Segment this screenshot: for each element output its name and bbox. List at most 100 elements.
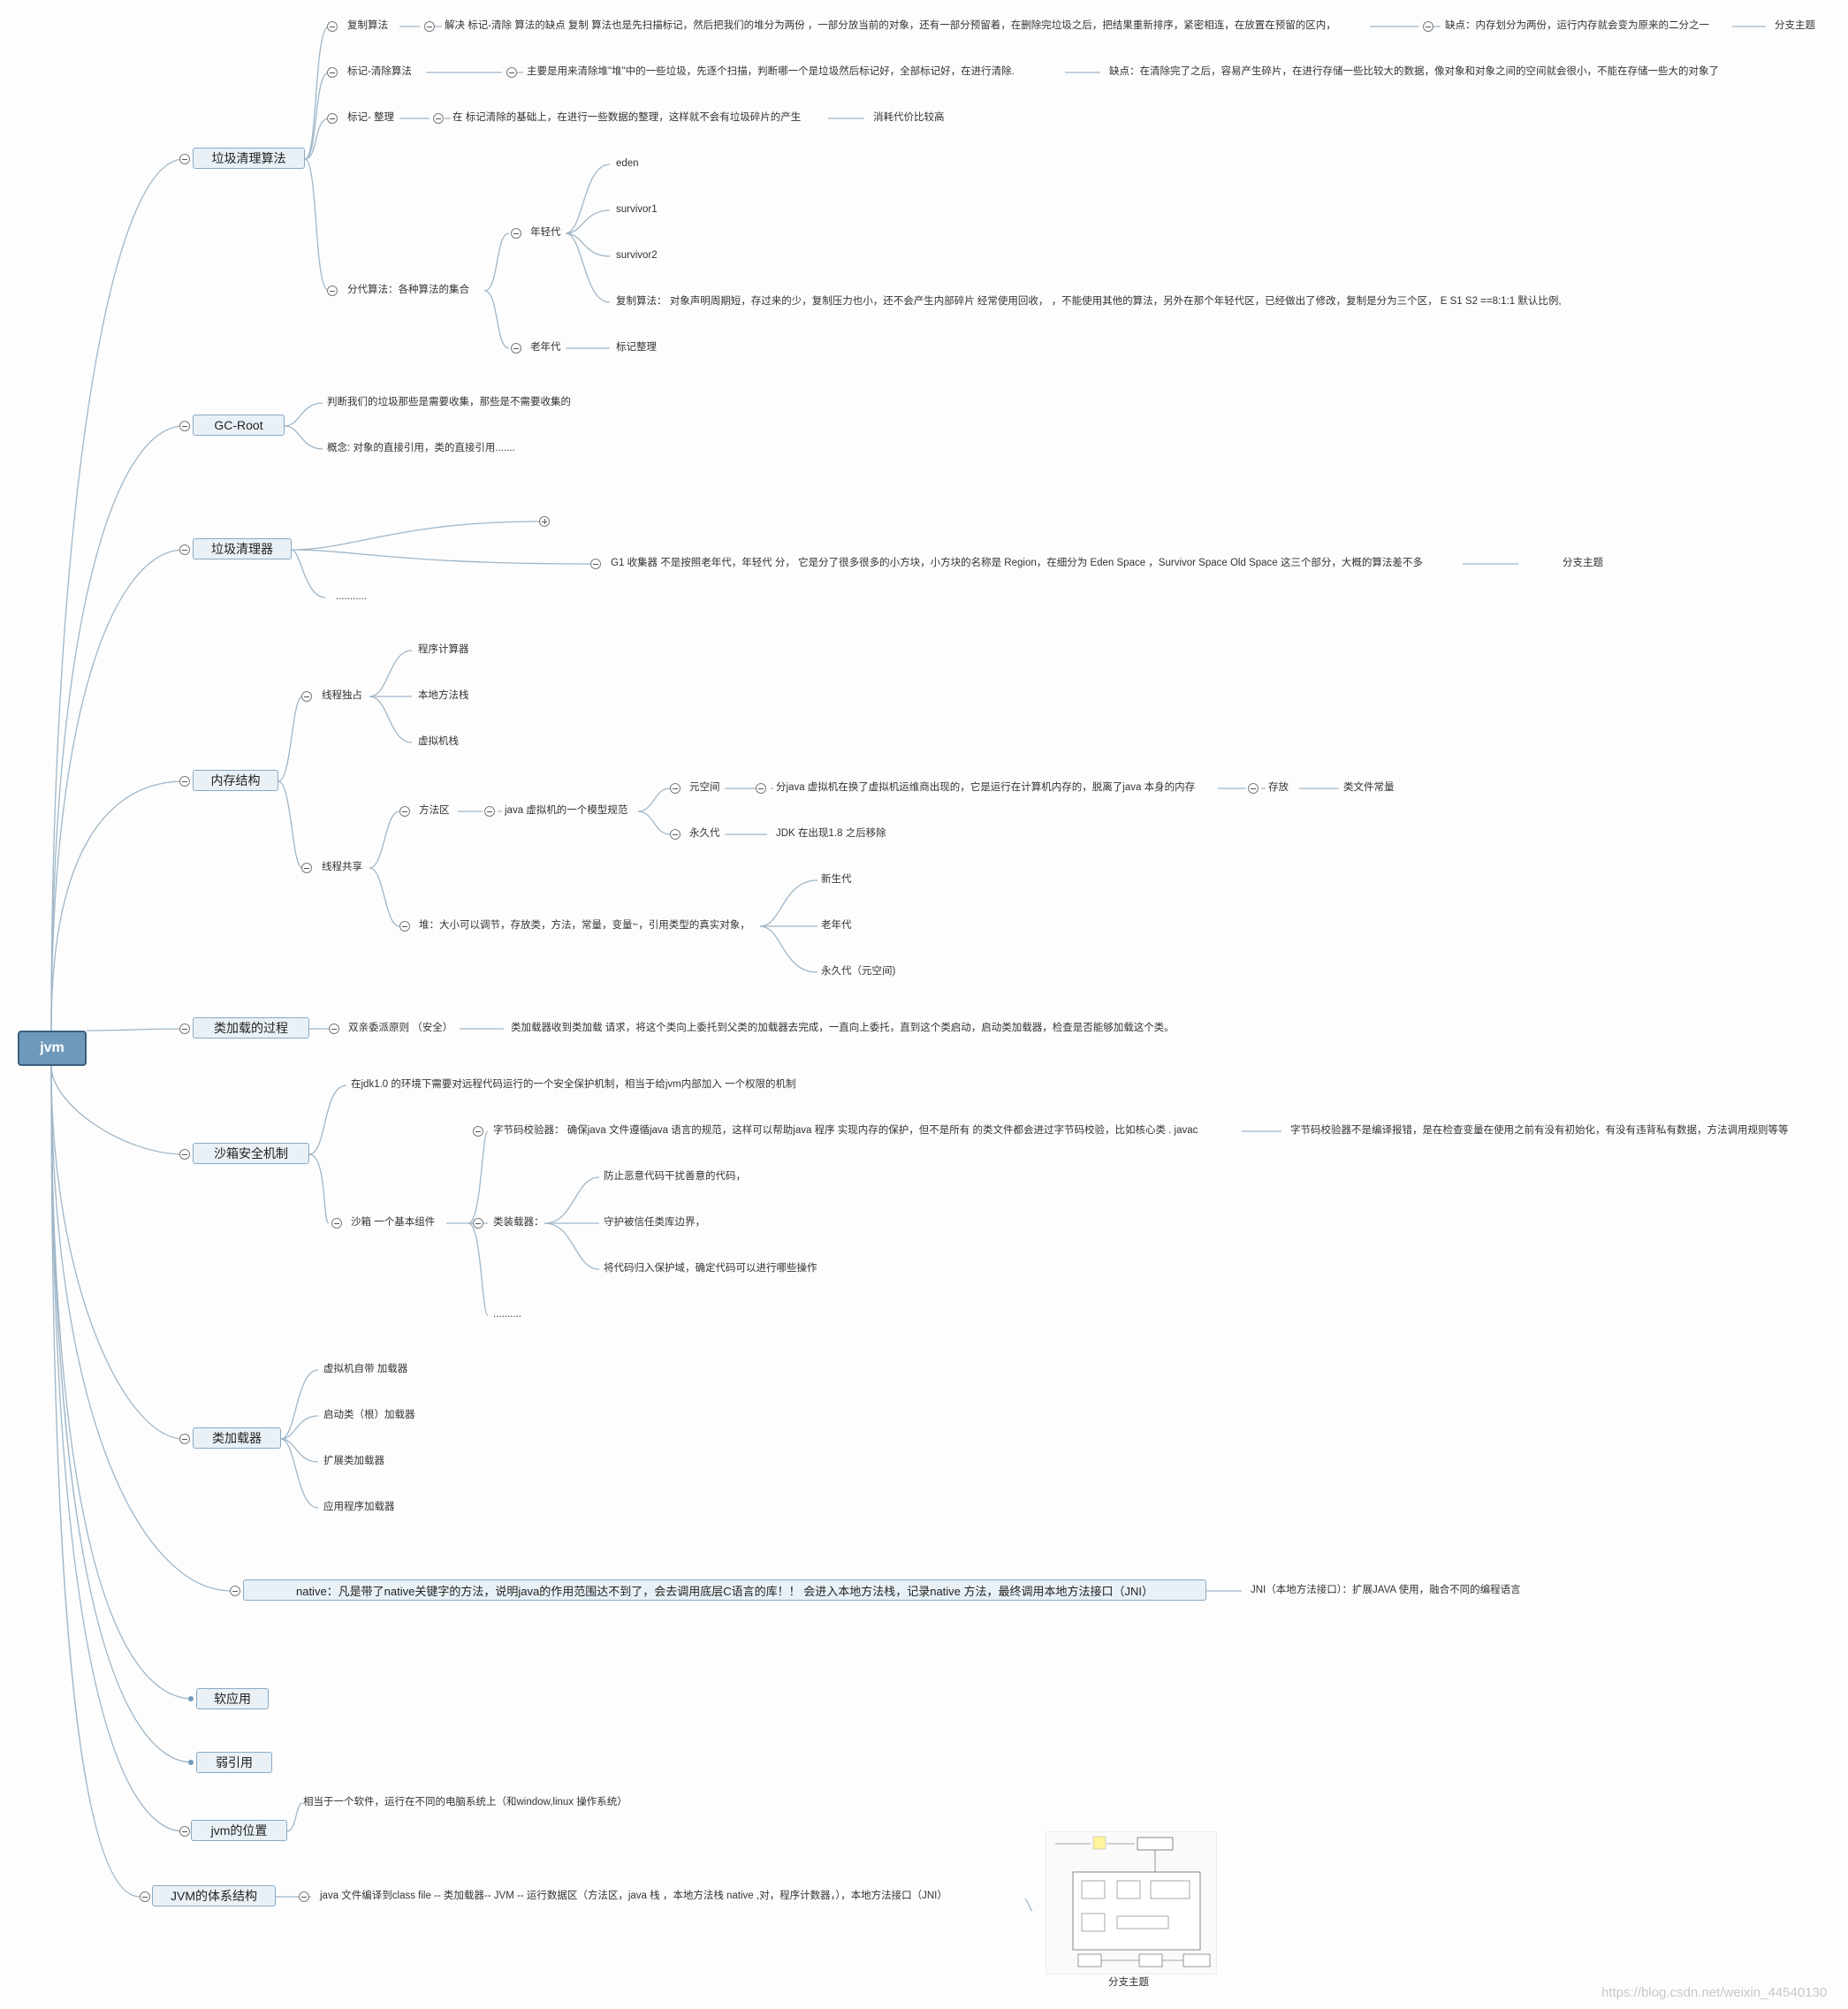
node-class-loading[interactable]: 类加载的过程 (193, 1017, 309, 1039)
node-loader-type[interactable]: 应用程序加载器 (323, 1502, 395, 1512)
node-metaspace[interactable]: 元空间 (689, 782, 720, 793)
node-mark-sweep[interactable]: 标记-清除算法 (347, 66, 412, 77)
node-loader-type[interactable]: 虚拟机自带 加载器 (323, 1364, 408, 1374)
collapse-toggle[interactable] (327, 285, 338, 296)
collapse-toggle[interactable] (327, 21, 338, 32)
node-loader-item[interactable]: 将代码归入保护域，确定代码可以进行哪些操作 (604, 1263, 818, 1274)
node-sandbox-basic[interactable]: 沙箱 一个基本组件 (351, 1217, 436, 1228)
node-architecture[interactable]: JVM的体系结构 (152, 1885, 276, 1906)
collapse-toggle[interactable] (424, 21, 435, 32)
collapse-toggle[interactable] (484, 806, 495, 817)
collapse-toggle[interactable] (756, 783, 766, 794)
node-collectors[interactable]: 垃圾清理器 (193, 538, 292, 559)
collapse-toggle[interactable] (433, 113, 444, 124)
architecture-image[interactable] (1046, 1831, 1217, 1975)
node-architecture-desc[interactable]: java 文件编译到class file -- 类加载器-- JVM -- 运行… (320, 1891, 947, 1901)
node-more[interactable]: .......... (493, 1309, 521, 1320)
node-branch-topic[interactable]: 分支主题 (1775, 20, 1815, 31)
node-g1[interactable]: G1 收集器 不是按照老年代，年轻代 分， 它是分了很多很多的小方块，小方块的名… (611, 558, 1423, 568)
collapse-toggle[interactable] (140, 1891, 150, 1902)
collapse-toggle[interactable] (511, 343, 521, 354)
node-jvm-location-desc[interactable]: 相当于一个软件，运行在不同的电脑系统上（和window,linux 操作系统） (303, 1797, 627, 1807)
node-jvm-location[interactable]: jvm的位置 (191, 1820, 287, 1841)
node-sandbox-intro[interactable]: 在jdk1.0 的环境下需要对远程代码运行的一个安全保护机制，相当于给jvm内部… (351, 1079, 796, 1090)
node-store[interactable]: 存放 (1268, 782, 1289, 793)
collapse-toggle[interactable] (179, 154, 190, 164)
node-bytecode-note[interactable]: 字节码校验器不是编译报错，是在检查变量在使用之前有没有初始化，有没有违背私有数据… (1290, 1125, 1789, 1136)
collapse-toggle[interactable] (1248, 783, 1259, 794)
collapse-toggle[interactable] (327, 113, 338, 124)
collapse-toggle[interactable] (473, 1126, 483, 1137)
node-private-item[interactable]: 虚拟机栈 (418, 736, 459, 747)
node-thread-private[interactable]: 线程独占 (322, 690, 362, 701)
node-method-area[interactable]: 方法区 (419, 805, 450, 816)
node-old-gen[interactable]: 老年代 (530, 342, 561, 353)
collapse-toggle[interactable] (179, 1434, 190, 1444)
node-thread-shared[interactable]: 线程共享 (322, 862, 362, 872)
node-mark-compact-cost[interactable]: 消耗代价比较高 (873, 112, 945, 123)
node-loader-type[interactable]: 启动类（根）加载器 (323, 1410, 415, 1420)
node-eden[interactable]: eden (616, 158, 639, 169)
collapse-toggle[interactable] (230, 1586, 240, 1596)
node-mark-compact[interactable]: 标记- 整理 (347, 112, 395, 123)
node-mark-compact-desc[interactable]: 在 标记清除的基础上，在进行一些数据的整理，这样就不会有垃圾碎片的产生 (452, 112, 802, 123)
node-generational[interactable]: 分代算法：各种算法的集合 (347, 285, 469, 295)
node-heap-item[interactable]: 永久代（元空间) (821, 966, 896, 977)
collapse-toggle[interactable] (301, 691, 312, 702)
collapse-toggle[interactable] (179, 776, 190, 787)
node-class-loaders[interactable]: 类加载器 (193, 1427, 281, 1449)
node-survivor1[interactable]: survivor1 (616, 204, 658, 215)
node-copy-desc[interactable]: 解决 标记-清除 算法的缺点 复制 算法也是先扫描标记，然后把我们的堆分为两份 … (445, 20, 1336, 31)
collapse-toggle[interactable] (399, 921, 410, 932)
node-loader-item[interactable]: 防止恶意代码干扰善意的代码， (604, 1171, 746, 1182)
node-private-item[interactable]: 本地方法栈 (418, 690, 469, 701)
node-copy-algorithm[interactable]: 复制算法 (347, 20, 388, 31)
node-class-loader[interactable]: 类装载器： (493, 1217, 544, 1228)
node-mark-sweep-drawback[interactable]: 缺点：在清除完了之后，容易产生碎片，在进行存储一些比较大的数据，像对象和对象之间… (1109, 66, 1719, 77)
node-image-caption[interactable]: 分支主题 (1108, 1977, 1149, 1988)
node-copy-drawback[interactable]: 缺点：内存划分为两份，运行内存就会变为原来的二分之一 (1445, 20, 1709, 31)
node-heap-item[interactable]: 新生代 (821, 874, 852, 885)
node-young-gen[interactable]: 年轻代 (530, 227, 561, 238)
collapse-toggle[interactable] (473, 1218, 483, 1229)
node-constants[interactable]: 类文件常量 (1343, 782, 1395, 793)
node-metaspace-desc[interactable]: 分java 虚拟机在换了虚拟机运维商出现的，它是运行在计算机内存的，脱离了jav… (776, 782, 1196, 793)
collapse-toggle[interactable] (506, 67, 517, 78)
collapse-toggle[interactable] (331, 1218, 342, 1229)
node-memory[interactable]: 内存结构 (193, 770, 278, 791)
node-permgen[interactable]: 永久代 (689, 828, 720, 839)
collapse-toggle[interactable] (327, 67, 338, 78)
node-gc-root-item[interactable]: 概念: 对象的直接引用，类的直接引用....... (327, 443, 515, 453)
collapse-toggle[interactable] (179, 544, 190, 555)
node-heap[interactable]: 堆：大小可以调节，存放类，方法，常量，变量~，引用类型的真实对象， (419, 920, 750, 931)
node-parent-delegation[interactable]: 双亲委派原则 （安全） (348, 1023, 453, 1033)
node-gc-root[interactable]: GC-Root (193, 415, 285, 436)
node-young-copy[interactable]: 复制算法： 对象声明周期短，存过来的少，复制压力也小，还不会产生内部碎片 经常使… (616, 296, 1562, 307)
node-jni[interactable]: JNI（本地方法接口）：扩展JAVA 使用，融合不同的编程语言 (1251, 1585, 1521, 1595)
node-gc-algorithms[interactable]: 垃圾清理算法 (193, 148, 305, 169)
node-weak-ref[interactable]: 弱引用 (196, 1752, 272, 1773)
node-survivor2[interactable]: survivor2 (616, 250, 658, 261)
collapse-toggle[interactable] (301, 863, 312, 873)
collapse-toggle[interactable] (179, 1024, 190, 1034)
node-old-algo[interactable]: 标记整理 (616, 342, 657, 353)
node-more[interactable]: ........... (336, 591, 368, 602)
node-vm-spec[interactable]: java 虚拟机的一个模型规范 (505, 805, 628, 816)
node-permgen-desc[interactable]: JDK 在出现1.8 之后移除 (776, 828, 886, 839)
collapse-toggle[interactable] (179, 1149, 190, 1160)
node-sandbox[interactable]: 沙箱安全机制 (193, 1143, 309, 1164)
node-native[interactable]: native：凡是带了native关键字的方法，说明java的作用范围达不到了，… (243, 1579, 1206, 1601)
collapse-toggle[interactable] (329, 1024, 339, 1034)
collapse-toggle[interactable] (670, 829, 681, 840)
collapse-toggle[interactable] (299, 1891, 309, 1902)
collapse-toggle[interactable] (590, 559, 601, 569)
collapse-toggle[interactable] (1423, 21, 1434, 32)
node-gc-root-item[interactable]: 判断我们的垃圾那些是需要收集，那些是不需要收集的 (327, 397, 571, 407)
node-mark-sweep-desc[interactable]: 主要是用来清除堆"堆"中的一些垃圾，先逐个扫描，判断哪一个是垃圾然后标记好，全部… (527, 66, 1015, 77)
node-soft-ref[interactable]: 软应用 (196, 1688, 269, 1709)
collapse-toggle[interactable] (511, 228, 521, 239)
collapse-toggle[interactable] (179, 421, 190, 431)
node-delegation-desc[interactable]: 类加载器收到类加载 请求，将这个类向上委托到父类的加载器去完成，一直向上委托，直… (511, 1023, 1175, 1033)
collapse-toggle[interactable] (179, 1826, 190, 1837)
node-heap-item[interactable]: 老年代 (821, 920, 852, 931)
